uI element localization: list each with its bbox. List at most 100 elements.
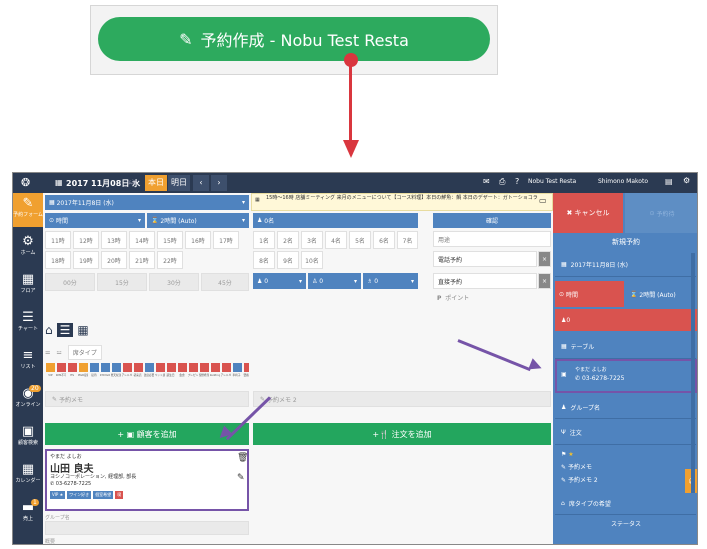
guest-count-button[interactable]: 10名	[301, 251, 323, 269]
minute-button[interactable]: 45分	[201, 273, 249, 291]
minute-button[interactable]: 15分	[97, 273, 147, 291]
sidebar-item-sales[interactable]: ▬売上 1	[13, 497, 43, 531]
tag-button[interactable]: SMS不可	[56, 363, 66, 385]
tag-button[interactable]: 喫煙希望	[199, 363, 209, 385]
hour-button[interactable]: 11時	[45, 231, 71, 249]
summary-time[interactable]: ⊙ 時間	[555, 281, 624, 307]
minute-button[interactable]: 30分	[149, 273, 199, 291]
guest-count-button[interactable]: 9名	[277, 251, 299, 269]
guest-count-button[interactable]: 4名	[325, 231, 347, 249]
add-order-button[interactable]: +🍴 注文を追加	[253, 423, 551, 445]
summary-customer[interactable]: ▣ やまだ よしお ✆ 03-6278-7225	[555, 359, 697, 393]
child-count-select[interactable]: ♙ 0▾	[308, 273, 361, 289]
direct-reservation-field[interactable]: 直接予約	[433, 273, 537, 289]
seat-type-button[interactable]: 席タイプ	[67, 344, 102, 360]
confirm-button[interactable]: 確認	[433, 213, 551, 228]
infant-count-select[interactable]: ♗ 0▾	[363, 273, 418, 289]
phone-reservation-field[interactable]: 電話予約	[433, 251, 537, 267]
summary-group[interactable]: ♟グループ名	[555, 397, 696, 419]
waitlist-button[interactable]: ⊙ 予約待	[625, 193, 697, 233]
mail-icon[interactable]: ✉	[483, 177, 490, 186]
panel-scrollbar[interactable]	[691, 253, 695, 493]
summary-table[interactable]: ▦テーブル	[555, 335, 696, 359]
tomorrow-button[interactable]: 明日	[168, 175, 190, 191]
trash-icon[interactable]: 🗑	[237, 453, 249, 463]
sidebar-item-floor[interactable]: ▦フロア	[13, 269, 43, 303]
memo-field[interactable]: ✎ 予約メモ	[45, 391, 249, 407]
guest-count-button[interactable]: 7名	[397, 231, 418, 249]
minute-button[interactable]: 00分	[45, 273, 95, 291]
hour-button[interactable]: 16時	[185, 231, 211, 249]
guest-count-button[interactable]: 3名	[301, 231, 323, 249]
summary-seat-pref[interactable]: ⌂席タイプの希望	[555, 493, 696, 515]
guest-count-button[interactable]: 8名	[253, 251, 275, 269]
tag-button[interactable]: 車椅子	[232, 363, 242, 385]
tag-button[interactable]: アレルギ	[221, 363, 231, 385]
device-icon[interactable]: ▤	[665, 177, 673, 186]
sidebar-item-customer-search[interactable]: ▣顧客検索	[13, 421, 43, 455]
memo2-field[interactable]: ✎ 予約メモ 2	[253, 391, 551, 407]
guest-count-button[interactable]: 6名	[373, 231, 395, 249]
sidebar-item-chart[interactable]: ☰チャート	[13, 307, 43, 341]
add-customer-button[interactable]: + ▣ 顧客を追加	[45, 423, 249, 445]
date-select[interactable]: ▦ 2017年11月8日 (水)▾	[45, 195, 249, 210]
hour-button[interactable]: 19時	[73, 251, 99, 269]
purpose-field[interactable]: 用途	[433, 231, 551, 247]
hour-button[interactable]: 13時	[101, 231, 127, 249]
group-name-field[interactable]	[45, 521, 249, 535]
clear-direct-reservation-icon[interactable]: ×	[538, 273, 551, 289]
gear-icon[interactable]: ⚙	[683, 176, 691, 185]
user-name[interactable]: Shimono Makoto	[598, 178, 648, 185]
guest-count-button[interactable]: 2名	[277, 231, 299, 249]
hour-button[interactable]: 15時	[157, 231, 183, 249]
tag-button[interactable]: 要確認	[243, 363, 249, 385]
pencil-icon[interactable]: ✎	[237, 473, 245, 483]
tag-button[interactable]: HS	[67, 363, 77, 385]
chart-view-icon[interactable]: ☰	[56, 323, 74, 337]
prev-day-button[interactable]: ‹	[193, 175, 209, 191]
sidebar-item-reservation-form[interactable]: ✎予約フォーム	[13, 193, 43, 227]
guest-count-button[interactable]: 5名	[349, 231, 371, 249]
grid-view-icon[interactable]: ▦	[77, 323, 89, 337]
points-field[interactable]: P ポイント	[437, 295, 470, 302]
summary-guests[interactable]: ♟0	[555, 309, 697, 331]
hour-button[interactable]: 20時	[101, 251, 127, 269]
clear-phone-reservation-icon[interactable]: ×	[538, 251, 551, 267]
create-reservation-button[interactable]: ✎ 予約作成 - Nobu Test Resta	[98, 17, 490, 61]
tag-button[interactable]: 送迎必要	[144, 363, 154, 385]
hour-button[interactable]: 17時	[213, 231, 239, 249]
next-day-button[interactable]: ›	[211, 175, 227, 191]
help-icon[interactable]: ?	[515, 177, 520, 186]
print-icon[interactable]: ⎙	[499, 177, 506, 186]
tag-button[interactable]: VIP	[45, 363, 55, 385]
tag-button[interactable]: Wedding	[210, 363, 220, 385]
guest-count-display[interactable]: ♟ 0名	[253, 213, 418, 228]
tag-button[interactable]: アレルギ	[122, 363, 132, 385]
hour-button[interactable]: 12時	[73, 231, 99, 249]
restaurant-name[interactable]: Nobu Test Resta	[528, 178, 577, 185]
tag-button[interactable]: 会食	[177, 363, 187, 385]
today-button[interactable]: 本日	[145, 175, 167, 191]
no-seat-icon[interactable]: ⚍	[56, 348, 62, 356]
seat-icon[interactable]: ⚌	[45, 348, 51, 356]
sidebar-item-home[interactable]: ⚙ホーム	[13, 231, 43, 265]
sidebar-item-calendar[interactable]: ▦カレンダー	[13, 459, 43, 493]
tag-button[interactable]: 初来店	[133, 363, 143, 385]
tag-button[interactable]: プレゼン	[188, 363, 198, 385]
time-select[interactable]: ⊙ 時間▾	[45, 213, 145, 228]
summary-memos[interactable]: ⚑ ★ ✎ 予約メモ ✎ 予約メモ 2	[555, 449, 683, 489]
tag-button[interactable]: 接待	[89, 363, 99, 385]
tag-button[interactable]: MGR接客	[78, 363, 88, 385]
hour-button[interactable]: 14時	[129, 231, 155, 249]
tag-button[interactable]: 悪天候注	[111, 363, 121, 385]
sidebar-item-online[interactable]: ◉オンライン 20	[13, 383, 43, 417]
guest-count-button[interactable]: 1名	[253, 231, 275, 249]
customer-card[interactable]: やまだ よしお 山田 良夫 ヨシノコーポレーション, 経理部, 部長 ✆ 03-…	[45, 449, 249, 511]
duration-select[interactable]: ⌛ 2時間 (Auto)▾	[147, 213, 249, 228]
summary-duration[interactable]: ⌛ 2時間 (Auto)	[626, 281, 697, 307]
tag-button[interactable]: 誕生日	[166, 363, 176, 385]
hour-button[interactable]: 22時	[157, 251, 183, 269]
tag-button[interactable]: STAYGO	[100, 363, 110, 385]
cancel-button[interactable]: ✖ キャンセル	[553, 193, 623, 233]
